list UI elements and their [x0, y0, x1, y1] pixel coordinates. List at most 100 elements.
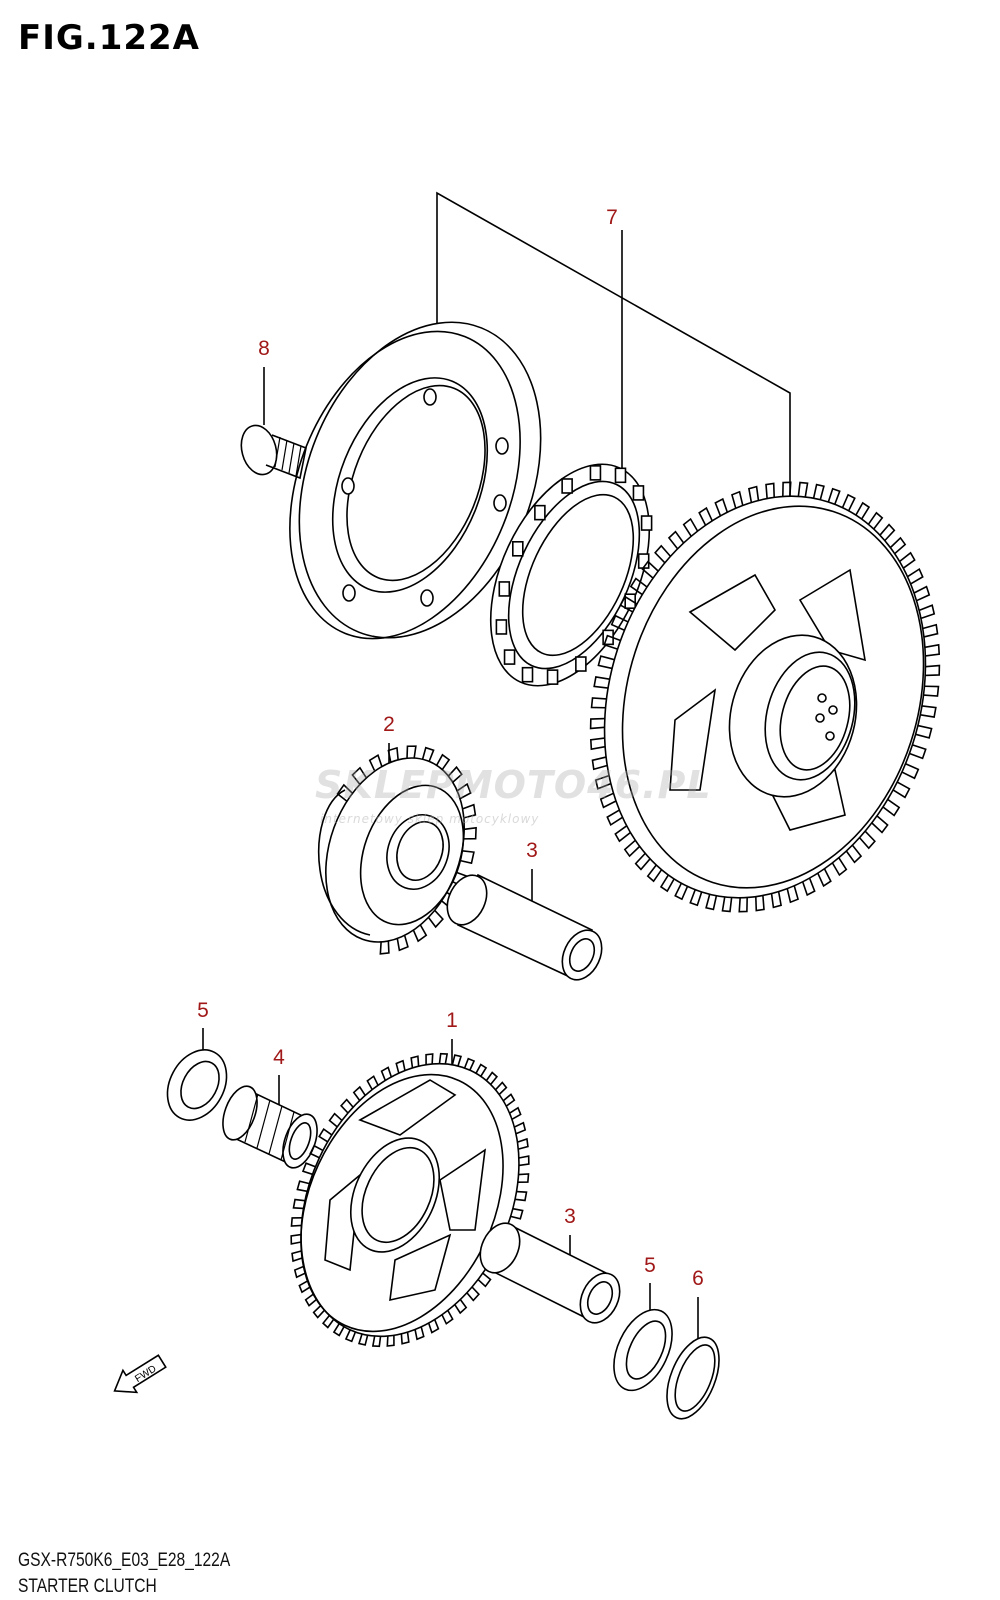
- gear-tooth: [427, 1319, 440, 1334]
- callout-part-4: 4: [273, 1046, 285, 1069]
- gear-tooth: [721, 896, 733, 913]
- gear-tooth: [879, 523, 896, 542]
- gear-tooth: [513, 1121, 527, 1135]
- gear-tooth: [400, 1331, 410, 1345]
- gear-tooth: [882, 798, 901, 817]
- gear-tooth: [641, 560, 659, 579]
- gear-tooth: [406, 745, 417, 759]
- gear-tooth: [606, 809, 623, 827]
- gear-tooth: [321, 1314, 335, 1329]
- gear-tooth: [812, 483, 825, 500]
- gear-tooth: [351, 766, 368, 785]
- cage-slot: [575, 656, 587, 672]
- gear-tooth: [610, 614, 629, 631]
- callout-part-3: 3: [526, 839, 538, 862]
- gear-tooth: [619, 595, 638, 613]
- gear-tooth: [925, 664, 941, 677]
- gear-tooth: [352, 1085, 366, 1102]
- assembly-bracket: [436, 191, 791, 510]
- gear-tooth: [301, 1162, 316, 1176]
- cage-slot: [546, 669, 559, 685]
- section-name: STARTER CLUTCH: [18, 1576, 157, 1597]
- gear-tooth: [899, 551, 916, 569]
- gear-tooth: [328, 1112, 343, 1128]
- gear-tooth: [593, 676, 610, 689]
- gear-tooth: [845, 844, 863, 864]
- gear-tooth: [447, 765, 463, 783]
- gear-tooth: [292, 1198, 306, 1210]
- gear-tooth: [589, 737, 606, 751]
- bolt-part: [240, 424, 307, 480]
- needle-bearing: [222, 1085, 318, 1169]
- idle-gear-no1: [290, 1052, 530, 1348]
- gear-tooth: [623, 839, 641, 858]
- gear-tooth: [689, 889, 703, 907]
- cage-slot: [534, 504, 546, 521]
- gear-tooth: [918, 604, 936, 620]
- gear-tooth: [634, 852, 651, 871]
- gear-tooth: [304, 1293, 318, 1307]
- gear-tooth: [290, 1216, 303, 1227]
- gear-tooth: [923, 685, 940, 697]
- cage-slot: [632, 485, 645, 501]
- gear-tooth: [379, 940, 390, 955]
- gear-tooth: [380, 1066, 393, 1081]
- gear-tooth: [817, 868, 832, 888]
- gear-tooth: [459, 849, 475, 865]
- gear-tooth: [654, 544, 672, 564]
- gear-tooth: [332, 1323, 345, 1337]
- watermark-tagline: internetowy sklep motocyklowy: [320, 812, 540, 826]
- gear-tooth: [475, 1063, 488, 1077]
- figure-title: FIG.122A: [18, 18, 200, 58]
- cage-slot: [637, 553, 650, 569]
- gear-tooth: [915, 724, 933, 739]
- fwd-arrow: FWD: [113, 1354, 167, 1394]
- cage-slot: [495, 619, 508, 635]
- gear-tooth: [396, 935, 409, 952]
- gear-tooth: [517, 1137, 529, 1150]
- gear-tooth: [920, 705, 937, 718]
- gear-tooth: [456, 782, 472, 800]
- gear-tooth: [318, 1128, 333, 1143]
- gear-tooth: [801, 877, 816, 897]
- gear-tooth: [485, 1071, 499, 1086]
- gear-tooth: [518, 1155, 530, 1167]
- gear-tooth: [855, 501, 871, 520]
- callout-part-7: 7: [606, 206, 618, 229]
- gear-tooth: [594, 774, 612, 790]
- shaft-upper: [446, 873, 603, 981]
- gear-tooth: [786, 885, 799, 904]
- snap-ring: [666, 1336, 720, 1420]
- gear-tooth: [913, 585, 931, 602]
- gear-tooth: [755, 895, 765, 912]
- gear-tooth: [371, 1335, 382, 1348]
- washer-right: [613, 1308, 673, 1392]
- gear-tooth: [357, 1333, 369, 1346]
- gear-tooth: [366, 1075, 379, 1091]
- gear-tooth: [797, 481, 809, 498]
- gear-tooth: [435, 753, 451, 771]
- gear-tooth: [599, 792, 617, 809]
- gear-tooth: [907, 567, 924, 585]
- gear-tooth: [312, 1304, 326, 1319]
- gear-tooth: [344, 1329, 357, 1343]
- callout-part-5: 5: [197, 999, 209, 1022]
- gear-tooth: [336, 783, 354, 802]
- gear-tooth: [909, 744, 927, 760]
- gear-tooth: [831, 857, 848, 877]
- cage-slot: [640, 515, 653, 531]
- gear-tooth: [646, 864, 663, 883]
- idle-gear-no2: [317, 745, 477, 955]
- gear-tooth: [629, 577, 648, 596]
- cage-slot: [498, 581, 511, 597]
- gear-tooth: [451, 1054, 463, 1067]
- gear-tooth: [589, 717, 605, 730]
- gear-tooth: [293, 1265, 307, 1279]
- gear-tooth: [494, 1081, 508, 1096]
- gear-tooth: [438, 1052, 449, 1065]
- gear-tooth: [462, 803, 477, 819]
- gear-tooth: [922, 623, 939, 638]
- gear-tooth: [395, 1059, 406, 1074]
